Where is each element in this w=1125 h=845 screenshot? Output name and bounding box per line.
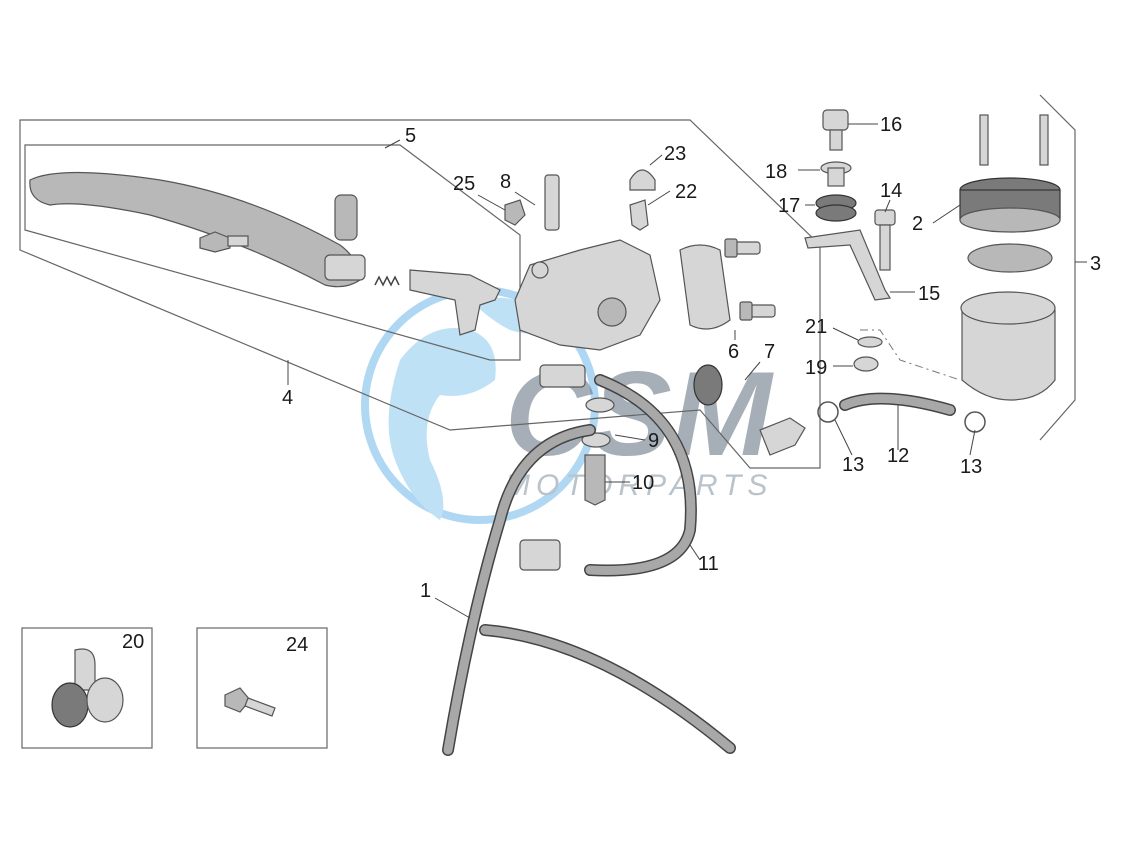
bolt-14 (874, 209, 896, 271)
clamp-bolt-upper (724, 238, 761, 258)
banjo-bolt (581, 397, 615, 506)
clamp-bolt-lower (739, 301, 776, 321)
cable-guide-20 (51, 648, 124, 728)
leader-lines (287, 123, 1087, 619)
bracket-15 (804, 229, 892, 301)
bolt-24 (224, 687, 276, 717)
washer-21 (857, 336, 883, 348)
callout-22: 22 (675, 181, 697, 203)
bolt-16 (822, 109, 849, 151)
rubber-17 (815, 194, 857, 222)
callout-11: 11 (698, 553, 719, 575)
callout-9: 9 (648, 430, 659, 452)
lever-subassembly-outline (24, 144, 521, 361)
clip-13-right (964, 411, 986, 433)
brake-lever (29, 171, 366, 288)
callout-2: 2 (912, 213, 923, 235)
callout-14: 14 (880, 180, 902, 202)
pin-8 (544, 174, 560, 231)
lever-adjuster (409, 269, 501, 336)
reservoir-cap (959, 177, 1061, 233)
reservoir-dashline (860, 329, 961, 381)
callout-4: 4 (282, 387, 293, 409)
callout-13-left: 13 (842, 454, 864, 476)
switch-cable (519, 374, 697, 577)
screw-25 (504, 199, 526, 226)
callout-7: 7 (764, 341, 775, 363)
callout-21: 21 (805, 316, 827, 338)
reservoir-hose-12 (839, 392, 956, 416)
bushing-18 (820, 161, 852, 187)
callout-5: 5 (405, 125, 416, 147)
inset-box-20 (21, 627, 153, 749)
reservoir-screws (979, 114, 1049, 166)
reservoir-diaphragm (967, 243, 1053, 273)
callout-25: 25 (453, 173, 475, 195)
callout-23: 23 (664, 143, 686, 165)
reservoir-outline (1039, 94, 1076, 441)
brake-hose (442, 424, 736, 756)
clip-13-left (817, 401, 839, 423)
callout-6: 6 (728, 341, 739, 363)
callout-13-right: 13 (960, 456, 982, 478)
nut-19 (853, 356, 879, 372)
cap-23 (629, 169, 656, 191)
callout-24: 24 (286, 634, 308, 656)
elbow-fitting (759, 417, 806, 456)
callout-8: 8 (500, 171, 511, 193)
watermark-tagline: MOTORPARTS (505, 469, 773, 502)
grommet (693, 364, 723, 406)
callout-3: 3 (1090, 253, 1101, 275)
callout-10: 10 (632, 472, 654, 494)
callout-17: 17 (778, 195, 800, 217)
inset-box-24 (196, 627, 328, 749)
callout-20: 20 (122, 631, 144, 653)
bleeder-22 (629, 199, 649, 231)
callout-16: 16 (880, 114, 902, 136)
clamp-half (679, 244, 731, 330)
lever-pin (199, 231, 249, 253)
callout-18: 18 (765, 161, 787, 183)
switch-connector (539, 364, 586, 388)
callout-1: 1 (420, 580, 431, 602)
master-cylinder-body (514, 239, 661, 351)
callout-19: 19 (805, 357, 827, 379)
lever-assembly-outline (19, 119, 821, 469)
callout-12: 12 (887, 445, 909, 467)
callout-15: 15 (918, 283, 940, 305)
reservoir-body (960, 291, 1056, 401)
spring (374, 275, 400, 287)
